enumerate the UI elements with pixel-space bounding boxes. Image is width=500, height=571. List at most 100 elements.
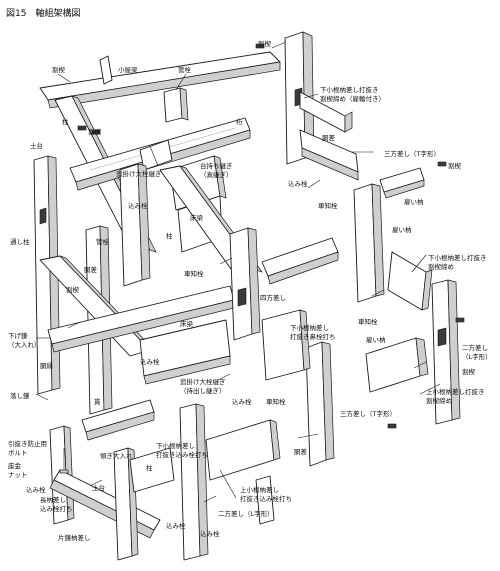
- label-nihou-l-2: 二方差し（L字形）: [218, 509, 274, 518]
- label-sageguri: 下げ鎌: [8, 331, 28, 340]
- koyabari-piece: [99, 55, 113, 85]
- label-kusabi-2: 割楔: [88, 127, 102, 136]
- label-ue-kohozo-4: 上小根枘差し打抜き: [426, 387, 485, 396]
- label-komisen-1: 込み栓: [288, 179, 308, 188]
- peg-6: [413, 361, 427, 369]
- label-ookusabi: 落し鎌: [10, 391, 30, 400]
- label-ue-kohozo-4b: 割楔締め: [426, 396, 452, 405]
- label-kansen-top: 管栓: [178, 65, 192, 74]
- label-oikake-2: 追掛け大栓継ぎ: [180, 377, 226, 386]
- peg-8: [203, 495, 217, 503]
- label-komisen-6: 込み栓: [166, 521, 186, 530]
- left-posts: [33, 155, 235, 561]
- right-side-beam: [387, 251, 427, 311]
- mid-beam-lower: [365, 337, 421, 393]
- label-komisen-4: 込み栓: [232, 397, 252, 406]
- label-katakama: 片鎌枘差し: [58, 533, 91, 542]
- roof-frame: [39, 31, 353, 255]
- label-naga-hozo-b: 込み栓打ち: [40, 504, 73, 513]
- label-shimo-kohozo-1b: 割楔締め（雇輪付き）: [320, 94, 385, 103]
- label-daimochi-b: （真継ぎ）: [200, 170, 233, 179]
- label-hikiage: 引抜き防止用: [8, 439, 47, 448]
- label-shachi-sen-2: 車知栓: [358, 317, 378, 326]
- washer: [59, 469, 69, 474]
- label-shimo-kohozo-3b: 打抜き鼻栓打ち: [290, 332, 336, 341]
- mid-joint-block: [261, 309, 305, 381]
- label-hikiage-b: ボルト: [8, 449, 28, 457]
- label-koshi-hozo-2: 雇い枘: [392, 225, 412, 234]
- oikake-joint-top: [139, 139, 173, 171]
- label-shimo-kohozo-5: 下小根枘差し: [156, 441, 195, 450]
- label-kansen-2: 管栓: [96, 237, 110, 246]
- label-hashira-left: 柱: [62, 117, 69, 126]
- label-toshi-bashira: 通し柱: [10, 237, 30, 246]
- label-shimo-kohozo-1: 下小根枘差し打抜き: [320, 85, 379, 94]
- peg-4: [217, 373, 231, 381]
- kansen-top-post: [163, 87, 183, 123]
- wedge-5: [455, 317, 465, 323]
- bottom-mid-post: [255, 475, 275, 525]
- label-shimo-kohozo-3: 下小根枘差し: [290, 323, 329, 332]
- label-koyabari: 小屋梁: [118, 65, 138, 74]
- label-naga-hozo: 長枘差し: [40, 495, 66, 504]
- label-oikake-2b: （持出し継ぎ）: [180, 386, 226, 395]
- label-sanpou-t-1: 三方差し（T字形）: [384, 149, 440, 158]
- peg-3: [67, 321, 81, 329]
- label-dodai-4: 胴差: [294, 447, 308, 456]
- label-sanpou-t-2: 三方差し（T字形）: [340, 409, 396, 418]
- diagram-labels: 割楔 小屋梁 管栓 割楔 柱 割楔 桁 下小根枘差し打抜き 割楔締め（雇輪付き）…: [8, 39, 492, 542]
- label-komisen-2: 込み栓: [128, 201, 148, 210]
- label-koshi-hozo: 雇い枘: [404, 197, 424, 206]
- label-shimo-kohozo-2: 下小根枘差し打抜き: [428, 253, 487, 262]
- bottom-center-beam: [205, 419, 275, 481]
- wedge-3: [255, 43, 265, 49]
- label-yukabari-2: 床梁: [180, 319, 194, 328]
- label-komisen-5: 込み栓: [26, 485, 46, 494]
- label-koshi-hozo-3: 雇い枘: [366, 335, 386, 344]
- peg-5: [371, 289, 385, 297]
- label-shihou-sashi: 四方差し: [260, 293, 286, 302]
- label-kawara-ire: 傾ぎ大入れ: [100, 451, 133, 460]
- label-kusabi-top-right: 割楔: [258, 39, 272, 48]
- label-zagane: 座金: [8, 461, 22, 470]
- center-frame: [81, 129, 461, 561]
- wedge-2: [91, 129, 101, 135]
- pegs-and-wedges: [59, 43, 465, 503]
- label-ue-kohozo-6b: 打抜き込み栓打ち: [240, 494, 292, 503]
- label-kusabi-3: 割楔: [448, 161, 462, 170]
- label-zagane-b: ナット: [8, 471, 28, 479]
- label-komisen-3: 込み栓: [140, 357, 160, 366]
- label-komisen-7: 込み栓: [200, 529, 220, 538]
- wedge-1: [77, 125, 87, 131]
- label-daimochi: 台持ち継ぎ: [200, 161, 233, 170]
- label-shachi-sen-3: 車知栓: [266, 397, 286, 406]
- label-shimo-kohozo-2b: 割楔締め: [428, 262, 454, 271]
- label-oikake-1: 追掛け大栓継ぎ: [116, 169, 162, 178]
- figure-title: 図15 軸組架構図: [6, 9, 81, 19]
- wedge-4: [437, 161, 447, 167]
- label-hashira-2: 柱: [166, 231, 173, 240]
- label-sha-sen: 車知栓: [318, 201, 338, 210]
- label-nuki: 貫: [94, 398, 101, 406]
- label-sageguri-b: （大入れ）: [8, 340, 41, 349]
- label-keta: 桁: [236, 117, 243, 126]
- label-dodai-3: 土台: [92, 483, 105, 492]
- label-dobuchi: 胴縁: [40, 361, 54, 370]
- label-kusabi-5: 割楔: [462, 367, 476, 376]
- leader-lines: [35, 41, 441, 499]
- label-yukabari-1: 床梁: [190, 213, 204, 222]
- peg-2: [219, 257, 233, 265]
- label-shimo-kohozo-5b: 打抜き込み栓打ち: [156, 450, 208, 459]
- label-kusabi-4: 割楔: [66, 285, 80, 294]
- label-kuruma-sen-1: 車知栓: [184, 269, 204, 278]
- label-dozashi: 胴差: [84, 265, 98, 274]
- lower-sill-piece: [129, 447, 175, 493]
- wedge-6: [387, 423, 397, 429]
- label-dodai-left: 土台: [30, 141, 43, 150]
- label-ue-kohozo-6: 上小根枘差し: [240, 485, 279, 494]
- label-nihou-l-b: （L字形）: [462, 352, 492, 361]
- label-dodai-2: 胴差: [322, 133, 336, 142]
- label-kusabi-1: 割楔: [52, 65, 66, 74]
